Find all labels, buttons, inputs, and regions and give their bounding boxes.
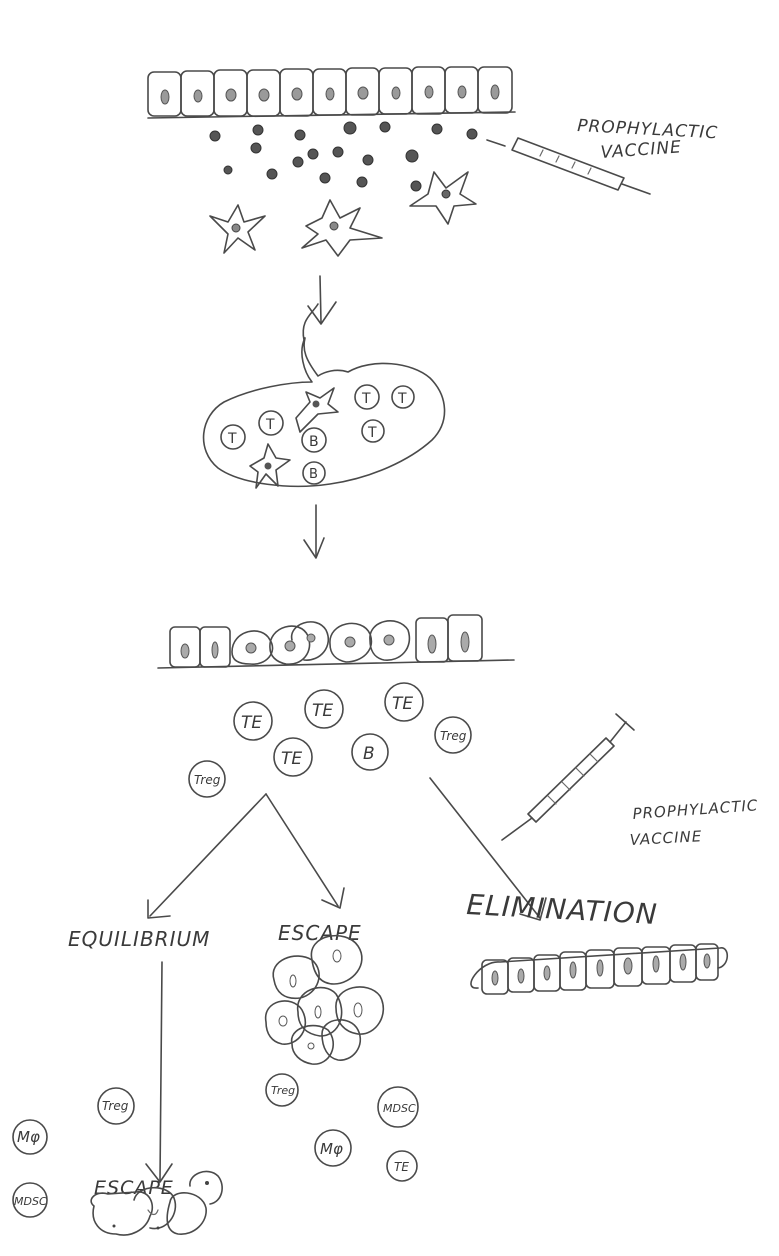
escape-tumor-cluster [266,936,384,1064]
escape-immune-cells: Treg Mφ MDSC TE [266,1074,418,1181]
equilibrium-cell-label: Mφ [17,1128,40,1146]
label-escape: ESCAPE [278,921,362,945]
label-elimination: ELIMINATION [466,888,659,931]
lymph-cell-label: T [397,391,407,407]
effector-cell-label: B [363,744,375,764]
escape-cell-label: MDSC [383,1102,416,1115]
effector-cell-label: TE [241,713,262,733]
effector-cells: TE TE TE TE B Treg Treg [189,683,471,797]
escape-cell-label: Mφ [320,1140,343,1158]
equilibrium-cell-label: Treg [102,1099,129,1113]
lymph-cell-label: T [367,425,377,441]
escape-cell-label: TE [394,1160,409,1174]
lymph-cell-label: T [227,431,237,447]
vaccine-label-mid-line1: PROPHYLACTIC [632,796,759,823]
effector-cell-label: TE [281,749,302,769]
arrow-down-1 [308,276,336,324]
effector-cell-label: Treg [440,729,467,743]
arrow-down-2 [304,505,324,558]
lymph-cell-label: B [309,467,318,482]
vaccine-label-top-line2: VACCINE [600,137,683,163]
lymph-node-cells: T T T T T B B [221,385,414,488]
epithelial-cells-row [148,67,512,116]
dendritic-cells [210,172,476,256]
lymph-cell-label: T [265,417,275,433]
arrow-equilibrium-down [146,962,172,1182]
antigen-particles [210,122,477,191]
elimination-epithelium [471,944,727,994]
lymph-cell-label: T [361,391,371,407]
syringe-icon [502,714,634,840]
equilibrium-cell-label: MDSC [14,1195,47,1208]
escape-cell-label: Treg [271,1084,295,1097]
top-epithelium [148,67,515,118]
effector-cell-label: TE [392,694,413,714]
middle-epithelium [158,615,514,668]
label-equilibrium: EQUILIBRIUM [68,927,210,951]
effector-cell-label: Treg [194,773,221,787]
vaccine-label-mid-line2: VACCINE [629,827,702,849]
lymph-cell-label: B [309,434,319,450]
effector-cell-label: TE [312,701,333,721]
